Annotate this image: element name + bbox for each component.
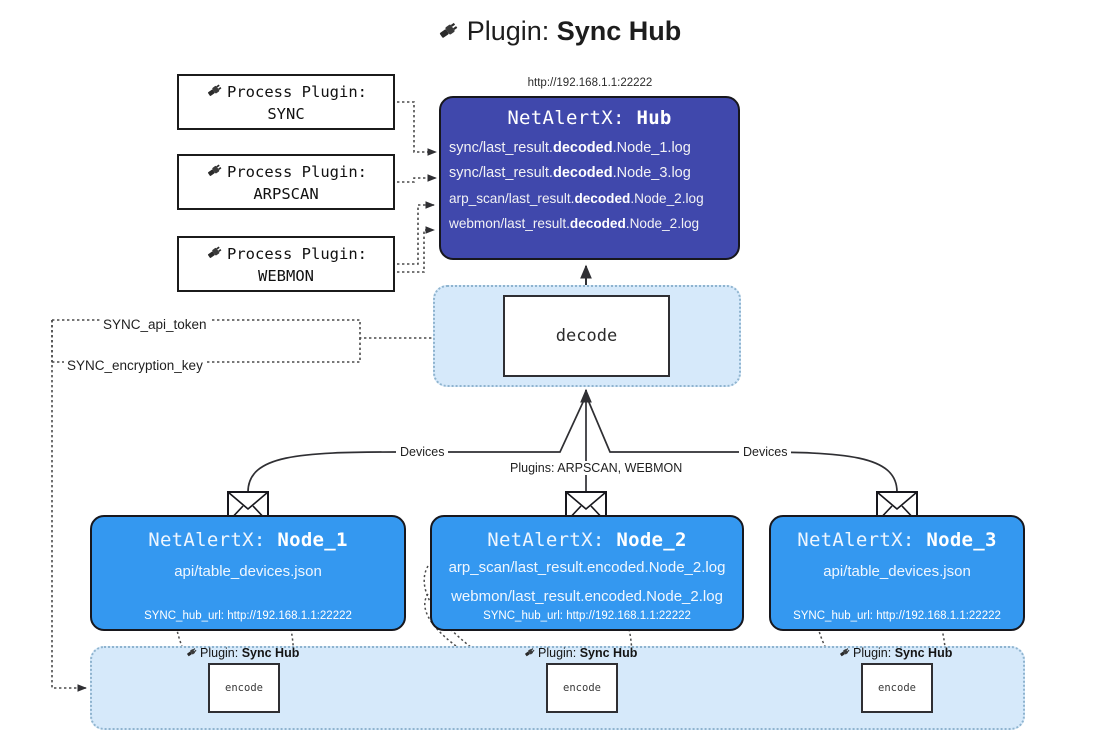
node-card-node2[interactable]: NetAlertX: Node_2 arp_scan/last_result.e… (430, 515, 744, 631)
node-hub-url: SYNC_hub_url: http://192.168.1.1:22222 (771, 610, 1023, 622)
encode-box-node2[interactable]: encode (546, 663, 618, 713)
log-post: .Node_1.log (612, 140, 691, 156)
node-title-name: Node_3 (926, 529, 997, 551)
encoder-caption-name: Sync Hub (894, 646, 953, 660)
plug-icon (205, 242, 225, 267)
encoder-caption-node1: Plugin: Sync Hub (185, 645, 299, 662)
sync-encryption-key-label: SYNC_encryption_key (64, 358, 206, 373)
node-hub-url: SYNC_hub_url: http://192.168.1.1:22222 (92, 610, 404, 622)
encoder-caption-prefix: Plugin: (538, 646, 580, 660)
process-plugin-name: SYNC (267, 105, 305, 123)
node-line: api/table_devices.json (823, 563, 971, 580)
page-title-prefix: Plugin: (466, 16, 557, 46)
encode-box-node1[interactable]: encode (208, 663, 280, 713)
node-line: arp_scan/last_result.encoded.Node_2.log (448, 559, 726, 576)
node-hub-url-value: http://192.168.1.1:22222 (566, 610, 691, 622)
log-post: .Node_2.log (625, 216, 700, 231)
process-plugin-label: Process Plugin: (227, 83, 367, 102)
node-hub-url-key: SYNC_hub_url: (144, 610, 228, 622)
hub-title: NetAlertX: Hub (441, 107, 738, 129)
node-card-node3[interactable]: NetAlertX: Node_3 api/table_devices.json… (769, 515, 1025, 631)
hub-title-prefix: NetAlertX: (507, 107, 637, 129)
process-plugin-webmon-box[interactable]: Process Plugin: WEBMON (177, 236, 395, 292)
decode-box[interactable]: decode (503, 295, 670, 377)
node-title: NetAlertX: Node_3 (771, 529, 1023, 551)
node-title: NetAlertX: Node_2 (432, 529, 742, 551)
log-post: .Node_3.log (612, 165, 691, 181)
node-hub-url-value: http://192.168.1.1:22222 (227, 610, 352, 622)
hub-url-label: http://192.168.1.1:22222 (527, 77, 653, 89)
process-plugin-arpscan-box[interactable]: Process Plugin: ARPSCAN (177, 154, 395, 210)
plug-icon (838, 645, 852, 662)
process-plugin-label: Process Plugin: (227, 163, 367, 182)
encoder-caption-prefix: Plugin: (853, 646, 895, 660)
node-line: api/table_devices.json (174, 563, 322, 580)
plug-icon (205, 80, 225, 105)
hub-log-item: sync/last_result.decoded.Node_3.log (449, 161, 738, 186)
process-plugin-name: ARPSCAN (253, 185, 319, 203)
hub-node-card[interactable]: NetAlertX: Hub sync/last_result.decoded.… (439, 96, 740, 260)
node-title-name: Node_1 (277, 529, 348, 551)
encoder-caption-name: Sync Hub (241, 646, 300, 660)
page-title-name: Sync Hub (556, 16, 682, 46)
log-pre: arp_scan/last_result. (449, 191, 575, 206)
log-pre: webmon/last_result. (449, 216, 570, 231)
sync-api-token-label: SYNC_api_token (100, 317, 210, 332)
encode-box-node3[interactable]: encode (861, 663, 933, 713)
hub-log-item: webmon/last_result.decoded.Node_2.log (449, 211, 738, 236)
edge-label-plugins: Plugins: ARPSCAN, WEBMON (506, 461, 687, 475)
node-card-node1[interactable]: NetAlertX: Node_1 api/table_devices.json… (90, 515, 406, 631)
node-title-name: Node_2 (616, 529, 687, 551)
page-title: Plugin: Sync Hub (0, 16, 1117, 50)
hub-title-name: Hub (636, 107, 672, 129)
log-mid: decoded (569, 216, 626, 231)
node-hub-url-key: SYNC_hub_url: (793, 610, 877, 622)
plug-icon (436, 17, 462, 50)
encoder-caption-prefix: Plugin: (200, 646, 242, 660)
log-post: .Node_2.log (630, 191, 704, 206)
plug-icon (205, 160, 225, 185)
edge-label-devices-right: Devices (739, 445, 792, 459)
edge-label-devices-left: Devices (396, 445, 449, 459)
node-title-prefix: NetAlertX: (797, 529, 927, 551)
node-hub-url-value: http://192.168.1.1:22222 (876, 610, 1001, 622)
process-plugin-name: WEBMON (258, 267, 314, 285)
log-mid: decoded (574, 191, 631, 206)
encoder-caption-node3: Plugin: Sync Hub (838, 645, 952, 662)
process-plugin-label: Process Plugin: (227, 245, 367, 264)
process-plugin-sync-box[interactable]: Process Plugin: SYNC (177, 74, 395, 130)
log-pre: sync/last_result. (449, 165, 553, 181)
plug-icon (185, 645, 199, 662)
hub-log-list: sync/last_result.decoded.Node_1.log sync… (441, 136, 738, 236)
hub-log-item: sync/last_result.decoded.Node_1.log (449, 136, 738, 161)
plug-icon (523, 645, 537, 662)
encoder-caption-name: Sync Hub (579, 646, 638, 660)
log-mid: decoded (552, 140, 613, 156)
log-mid: decoded (552, 165, 613, 181)
node-hub-url: SYNC_hub_url: http://192.168.1.1:22222 (432, 610, 742, 622)
node-title-prefix: NetAlertX: (487, 529, 617, 551)
log-pre: sync/last_result. (449, 140, 553, 156)
node-line: webmon/last_result.encoded.Node_2.log (451, 588, 723, 605)
hub-log-item: arp_scan/last_result.decoded.Node_2.log (449, 186, 738, 211)
node-title: NetAlertX: Node_1 (92, 529, 404, 551)
node-hub-url-key: SYNC_hub_url: (483, 610, 567, 622)
node-title-prefix: NetAlertX: (148, 529, 278, 551)
encoder-caption-node2: Plugin: Sync Hub (523, 645, 637, 662)
